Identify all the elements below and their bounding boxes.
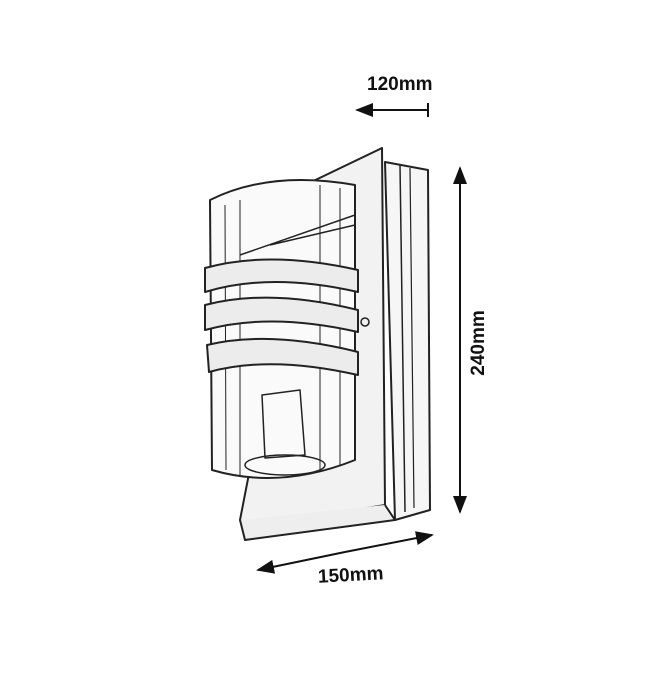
height-label: 240mm xyxy=(467,310,489,376)
width-arrow-left xyxy=(256,551,346,574)
width-arrow-right xyxy=(344,531,434,553)
width-label: 150mm xyxy=(317,563,384,588)
lamp-outline xyxy=(204,147,431,541)
depth-label: 120mm xyxy=(367,74,433,95)
